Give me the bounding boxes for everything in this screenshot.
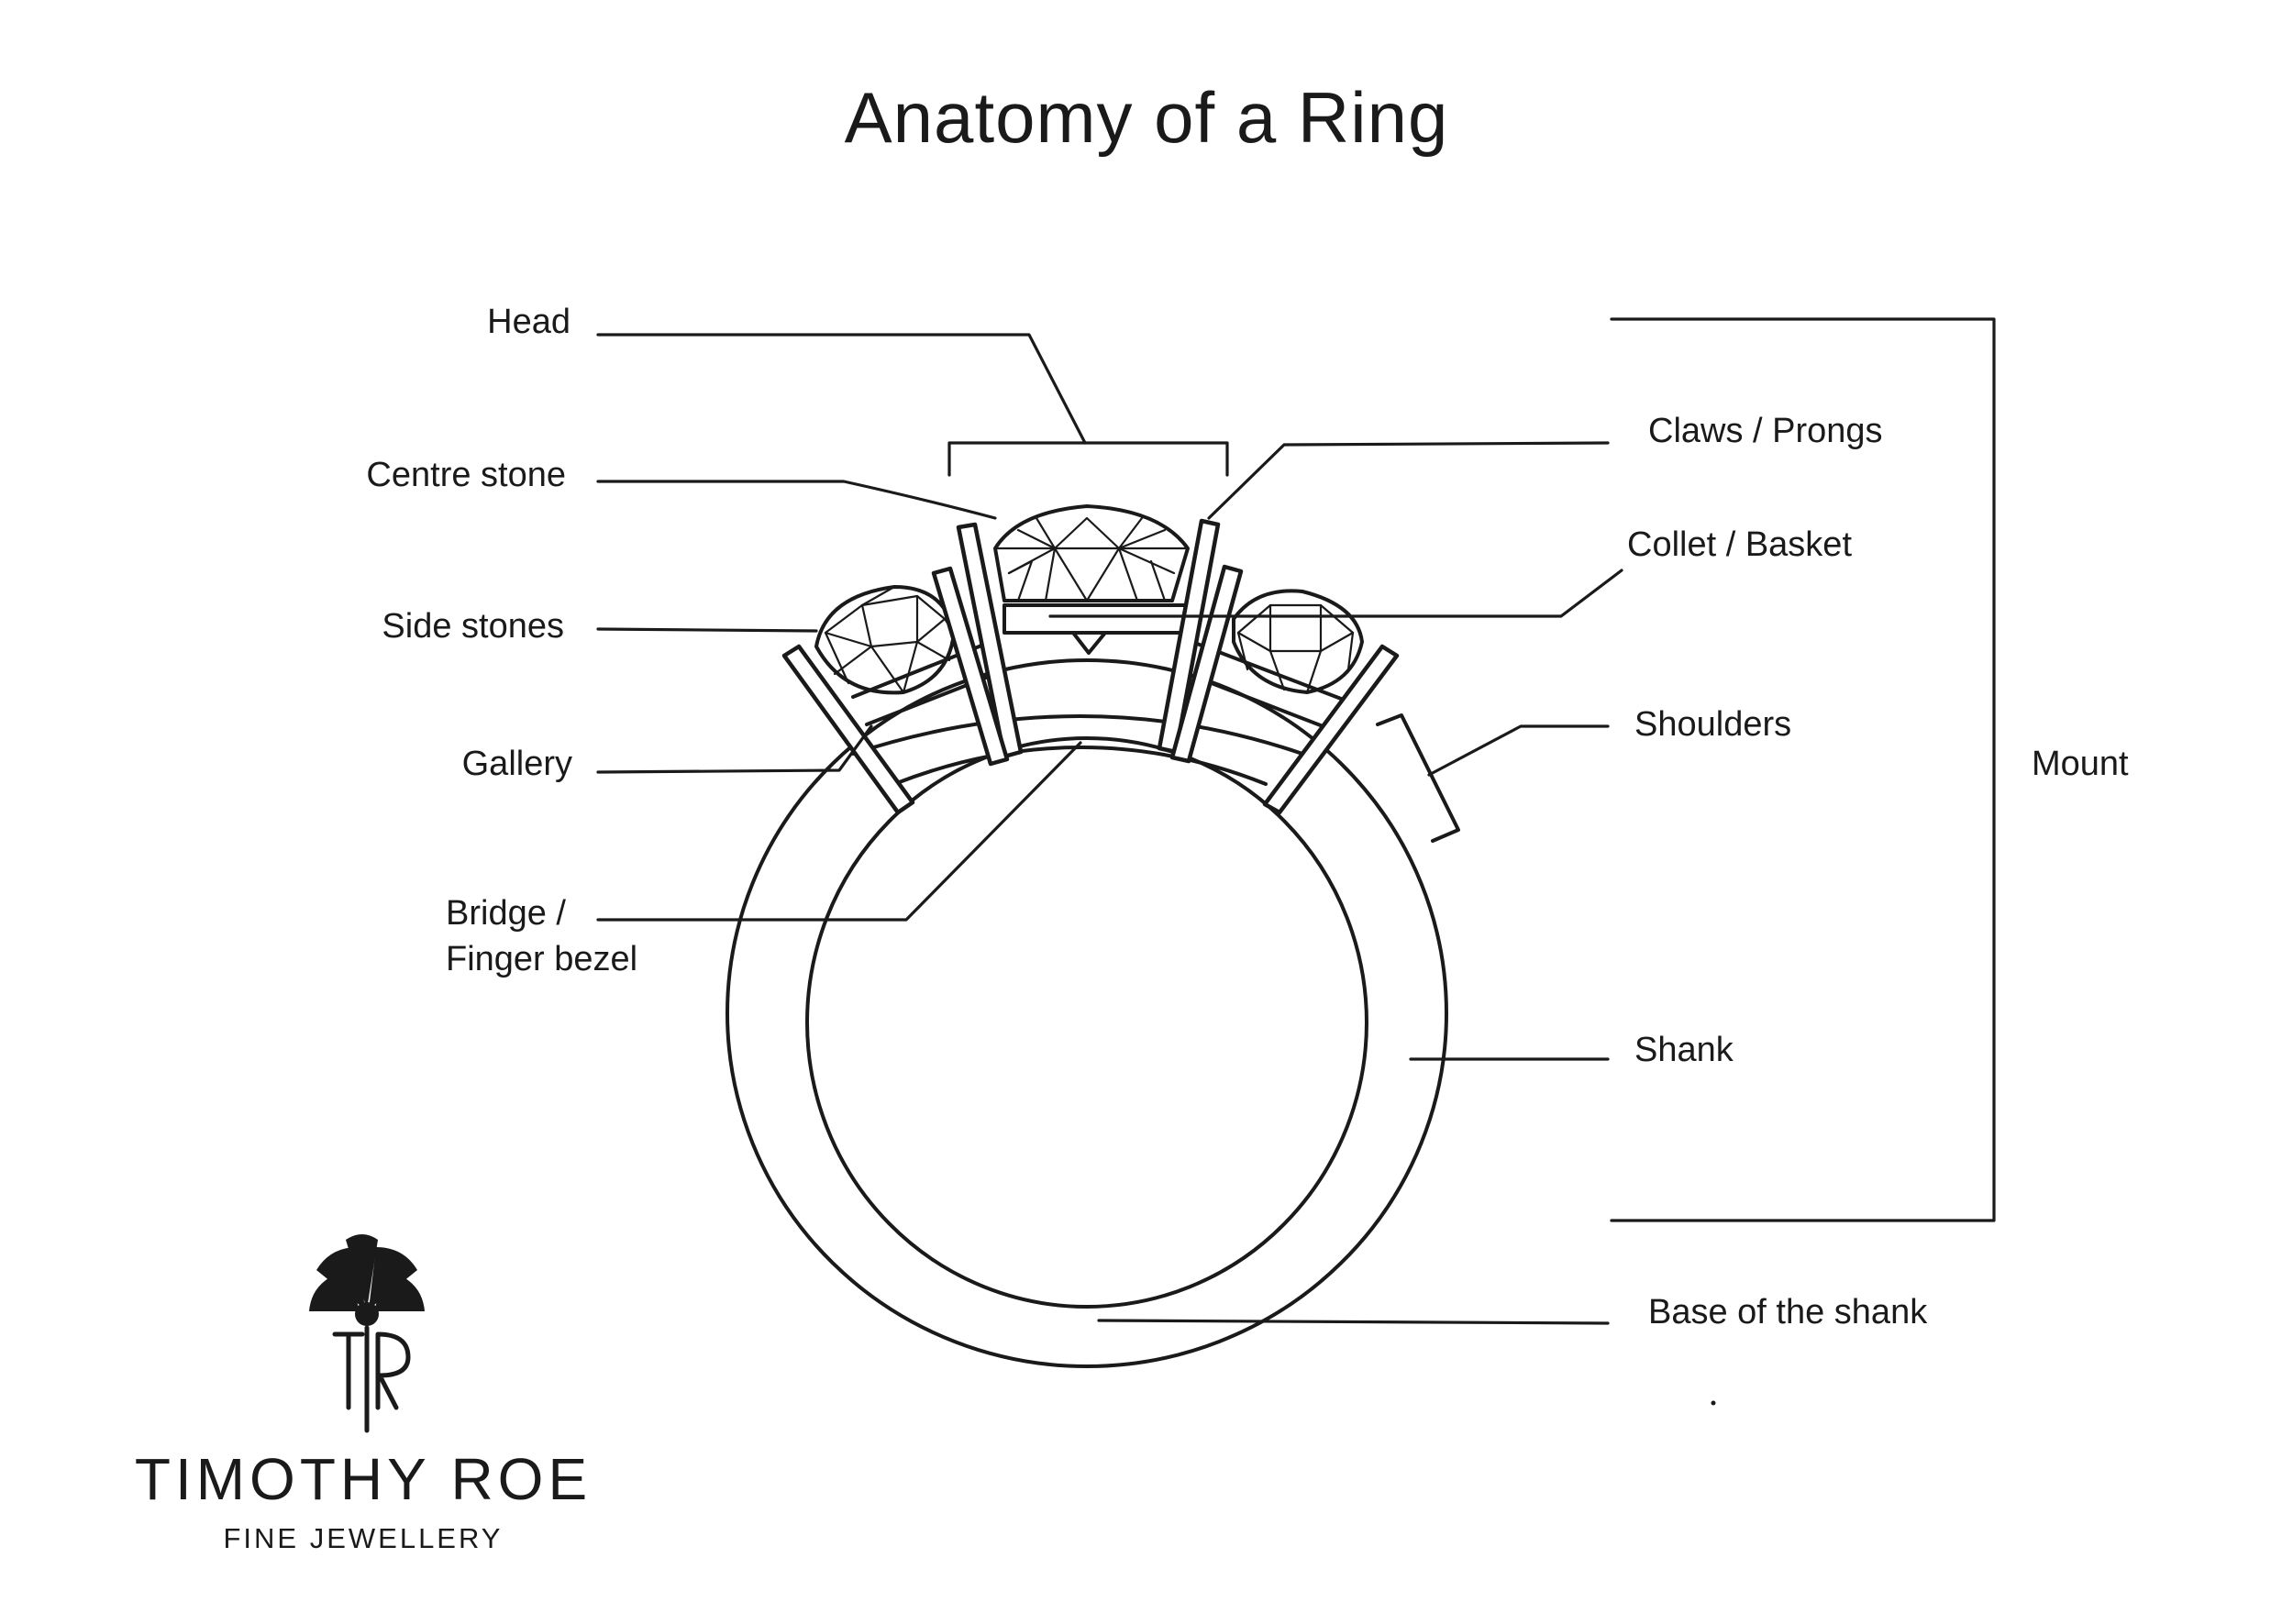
label-centre-stone: Centre stone bbox=[366, 456, 566, 494]
leader-bridge bbox=[596, 741, 1082, 922]
prong-centre-left-outer bbox=[956, 522, 1024, 759]
brand-name: TIMOTHY ROE bbox=[135, 1446, 592, 1512]
prong-side-left bbox=[781, 644, 915, 815]
leader-claws bbox=[1207, 441, 1610, 520]
label-side-stones: Side stones bbox=[382, 607, 564, 646]
label-mount: Mount bbox=[2032, 745, 2129, 783]
brand-subtitle: FINE JEWELLERY bbox=[223, 1522, 503, 1554]
leader-shoulders bbox=[1427, 724, 1610, 777]
side-stone-left bbox=[814, 585, 956, 695]
ring-illustration bbox=[726, 504, 1460, 1368]
leader-head bbox=[596, 333, 1087, 445]
page-title: Anatomy of a Ring bbox=[845, 77, 1449, 158]
leader-side-stones bbox=[596, 627, 818, 633]
culet bbox=[1071, 631, 1107, 655]
finger-hole bbox=[805, 736, 1368, 1309]
leader-lines bbox=[596, 317, 1996, 1406]
bridge-outer bbox=[851, 714, 1304, 756]
mount-bracket bbox=[1610, 317, 1996, 1222]
label-bridge-line1: Bridge / bbox=[446, 894, 566, 933]
stray-dot bbox=[1711, 1400, 1716, 1406]
label-shank: Shank bbox=[1634, 1031, 1734, 1069]
brand-logo: TIMOTHY ROE FINE JEWELLERY bbox=[135, 1234, 592, 1554]
collet-band bbox=[1002, 603, 1199, 635]
label-claws: Claws / Prongs bbox=[1648, 412, 1883, 450]
shank-outer bbox=[726, 658, 1448, 1368]
shoulder-bracket bbox=[1376, 713, 1460, 843]
side-stone-right bbox=[1232, 589, 1364, 694]
leader-gallery bbox=[596, 724, 873, 774]
label-bridge-line2: Finger bezel bbox=[446, 940, 637, 978]
bridge-inner bbox=[892, 746, 1268, 786]
head-bracket bbox=[947, 441, 1229, 477]
prong-centre-left-inner bbox=[931, 566, 1010, 767]
prong-side-right bbox=[1262, 644, 1400, 815]
centre-stone bbox=[993, 504, 1190, 602]
label-gallery: Gallery bbox=[462, 745, 572, 783]
leader-centre-stone bbox=[596, 480, 997, 520]
label-base: Base of the shank bbox=[1648, 1293, 1928, 1331]
leader-base bbox=[1097, 1319, 1610, 1325]
leader-collet bbox=[1048, 569, 1623, 618]
tr-fan-monogram-icon bbox=[309, 1234, 425, 1433]
labels: Head Centre stone Side stones Gallery Br… bbox=[366, 303, 2129, 1331]
label-head: Head bbox=[487, 303, 570, 341]
label-shoulders: Shoulders bbox=[1634, 705, 1791, 744]
label-collet: Collet / Basket bbox=[1627, 525, 1852, 564]
